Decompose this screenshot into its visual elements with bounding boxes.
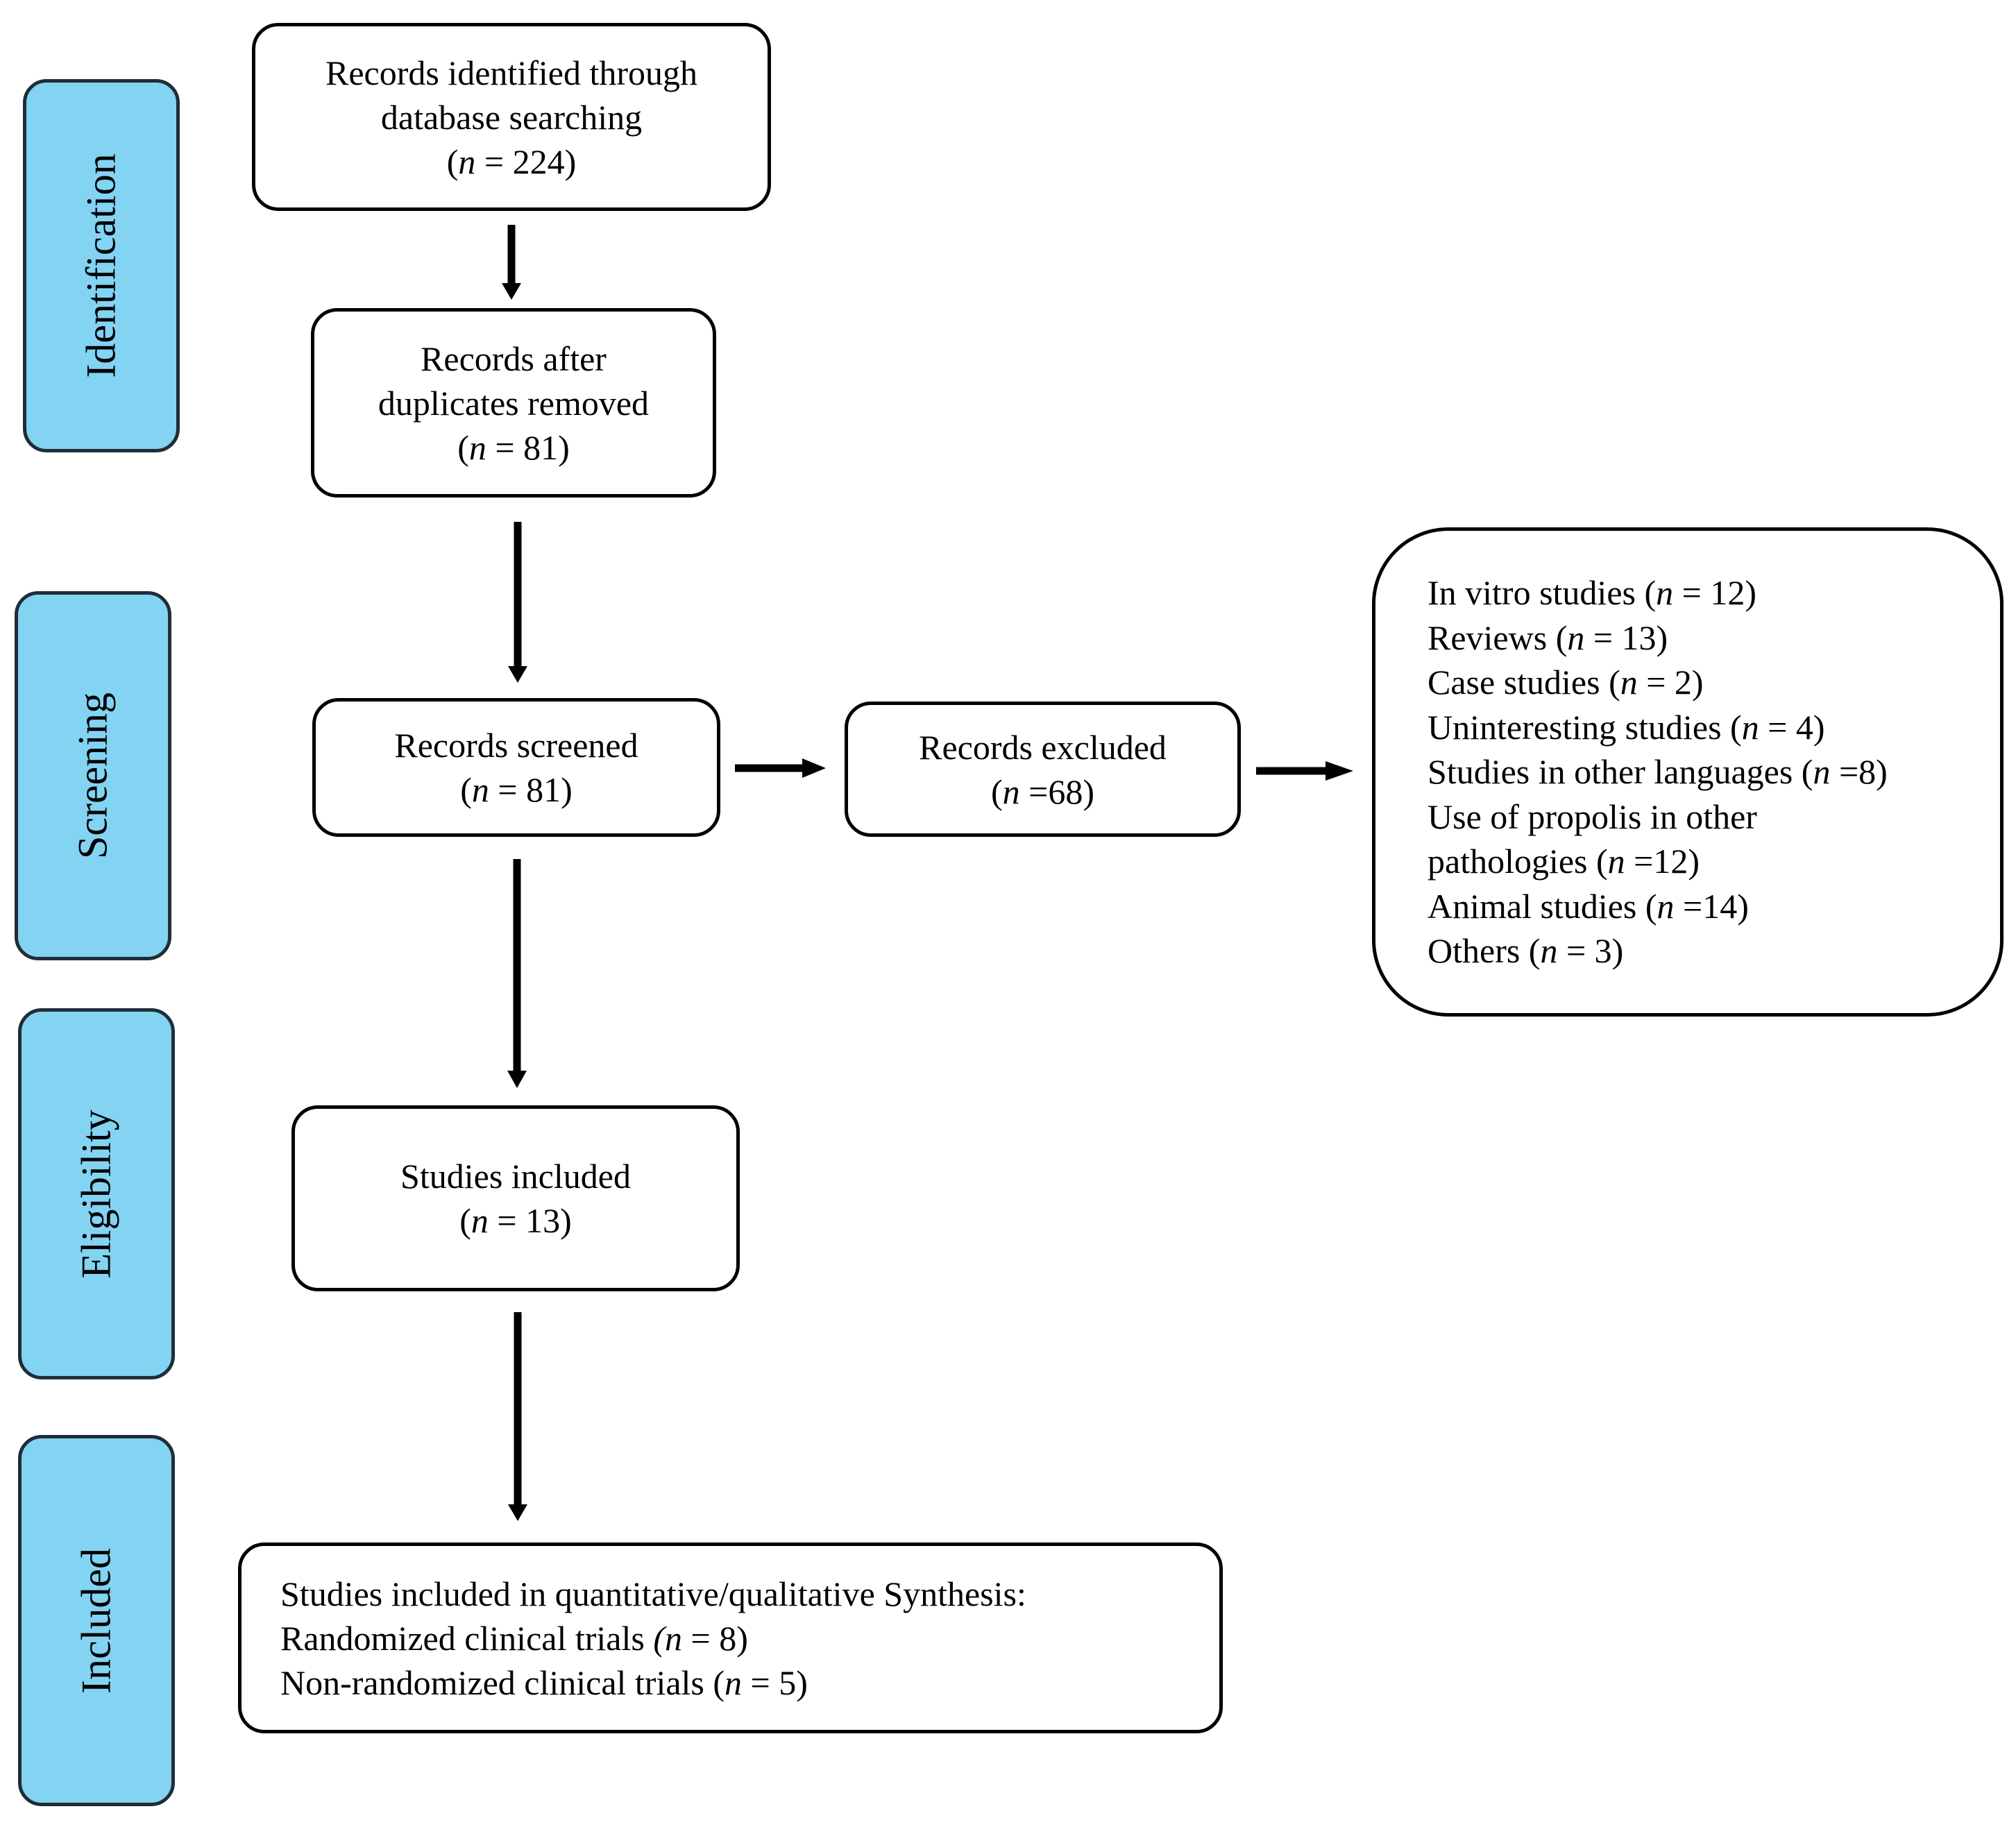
- exclusion-reason: Case studies (n = 2): [1428, 663, 1704, 702]
- after-duplicates-count: (n = 81): [457, 427, 570, 467]
- phase-eligibility: Eligibility: [18, 1008, 175, 1379]
- records-excluded-line1: Records excluded: [919, 727, 1167, 767]
- exclusion-reason: Uninteresting studies (n = 4): [1428, 707, 1825, 747]
- exclusion-reasons-box: In vitro studies (n = 12) Reviews (n = 1…: [1372, 527, 2004, 1017]
- exclusion-reason: pathologies (n =12): [1428, 842, 1700, 881]
- records-screened-line1: Records screened: [394, 726, 638, 765]
- exclusion-reason: Reviews (n = 13): [1428, 618, 1668, 657]
- exclusion-reason: Use of propolis in other: [1428, 797, 1757, 836]
- arrowhead-studies: [507, 1071, 527, 1088]
- arrowhead-excluded: [802, 758, 826, 778]
- studies-included-line1: Studies included: [400, 1157, 631, 1196]
- records-after-duplicates-box: Records after duplicates removed (n = 81…: [311, 308, 716, 498]
- final-synthesis-line1: Studies included in quantitative/qualita…: [280, 1574, 1026, 1613]
- studies-included-count: (n = 13): [459, 1201, 572, 1240]
- after-duplicates-line2: duplicates removed: [378, 383, 650, 423]
- records-screened-count: (n = 81): [460, 770, 573, 809]
- exclusion-reason: Animal studies (n =14): [1428, 886, 1749, 926]
- final-synthesis-box: Studies included in quantitative/qualita…: [238, 1543, 1223, 1733]
- studies-included-box: Studies included (n = 13): [291, 1105, 740, 1291]
- records-identified-line1: Records identified through: [325, 53, 697, 92]
- arrowhead-reasons: [1325, 761, 1353, 781]
- phase-included: Included: [18, 1435, 175, 1806]
- phase-screening: Screening: [15, 591, 171, 960]
- exclusion-reason: Studies in other languages (n =8): [1428, 752, 1888, 792]
- arrowhead-duplicates: [508, 666, 527, 683]
- records-identified-line2: database searching: [380, 97, 643, 137]
- records-excluded-box: Records excluded (n =68): [845, 702, 1241, 837]
- exclusion-reason: Others (n = 3): [1428, 931, 1624, 971]
- arrowhead-identified: [502, 283, 521, 300]
- records-screened-box: Records screened (n = 81): [312, 698, 720, 837]
- final-synthesis-non-randomized: Non-randomized clinical trials (n = 5): [280, 1663, 808, 1702]
- arrowhead-synthesis: [508, 1504, 527, 1521]
- final-synthesis-randomized: Randomized clinical trials (n = 8): [280, 1618, 748, 1658]
- exclusion-reason: In vitro studies (n = 12): [1428, 573, 1756, 613]
- records-identified-count: (n = 224): [446, 142, 577, 181]
- records-identified-box: Records identified through database sear…: [252, 23, 771, 211]
- phase-identification: Identification: [23, 79, 180, 452]
- records-excluded-count: (n =68): [990, 772, 1094, 811]
- after-duplicates-line1: Records after: [421, 339, 607, 378]
